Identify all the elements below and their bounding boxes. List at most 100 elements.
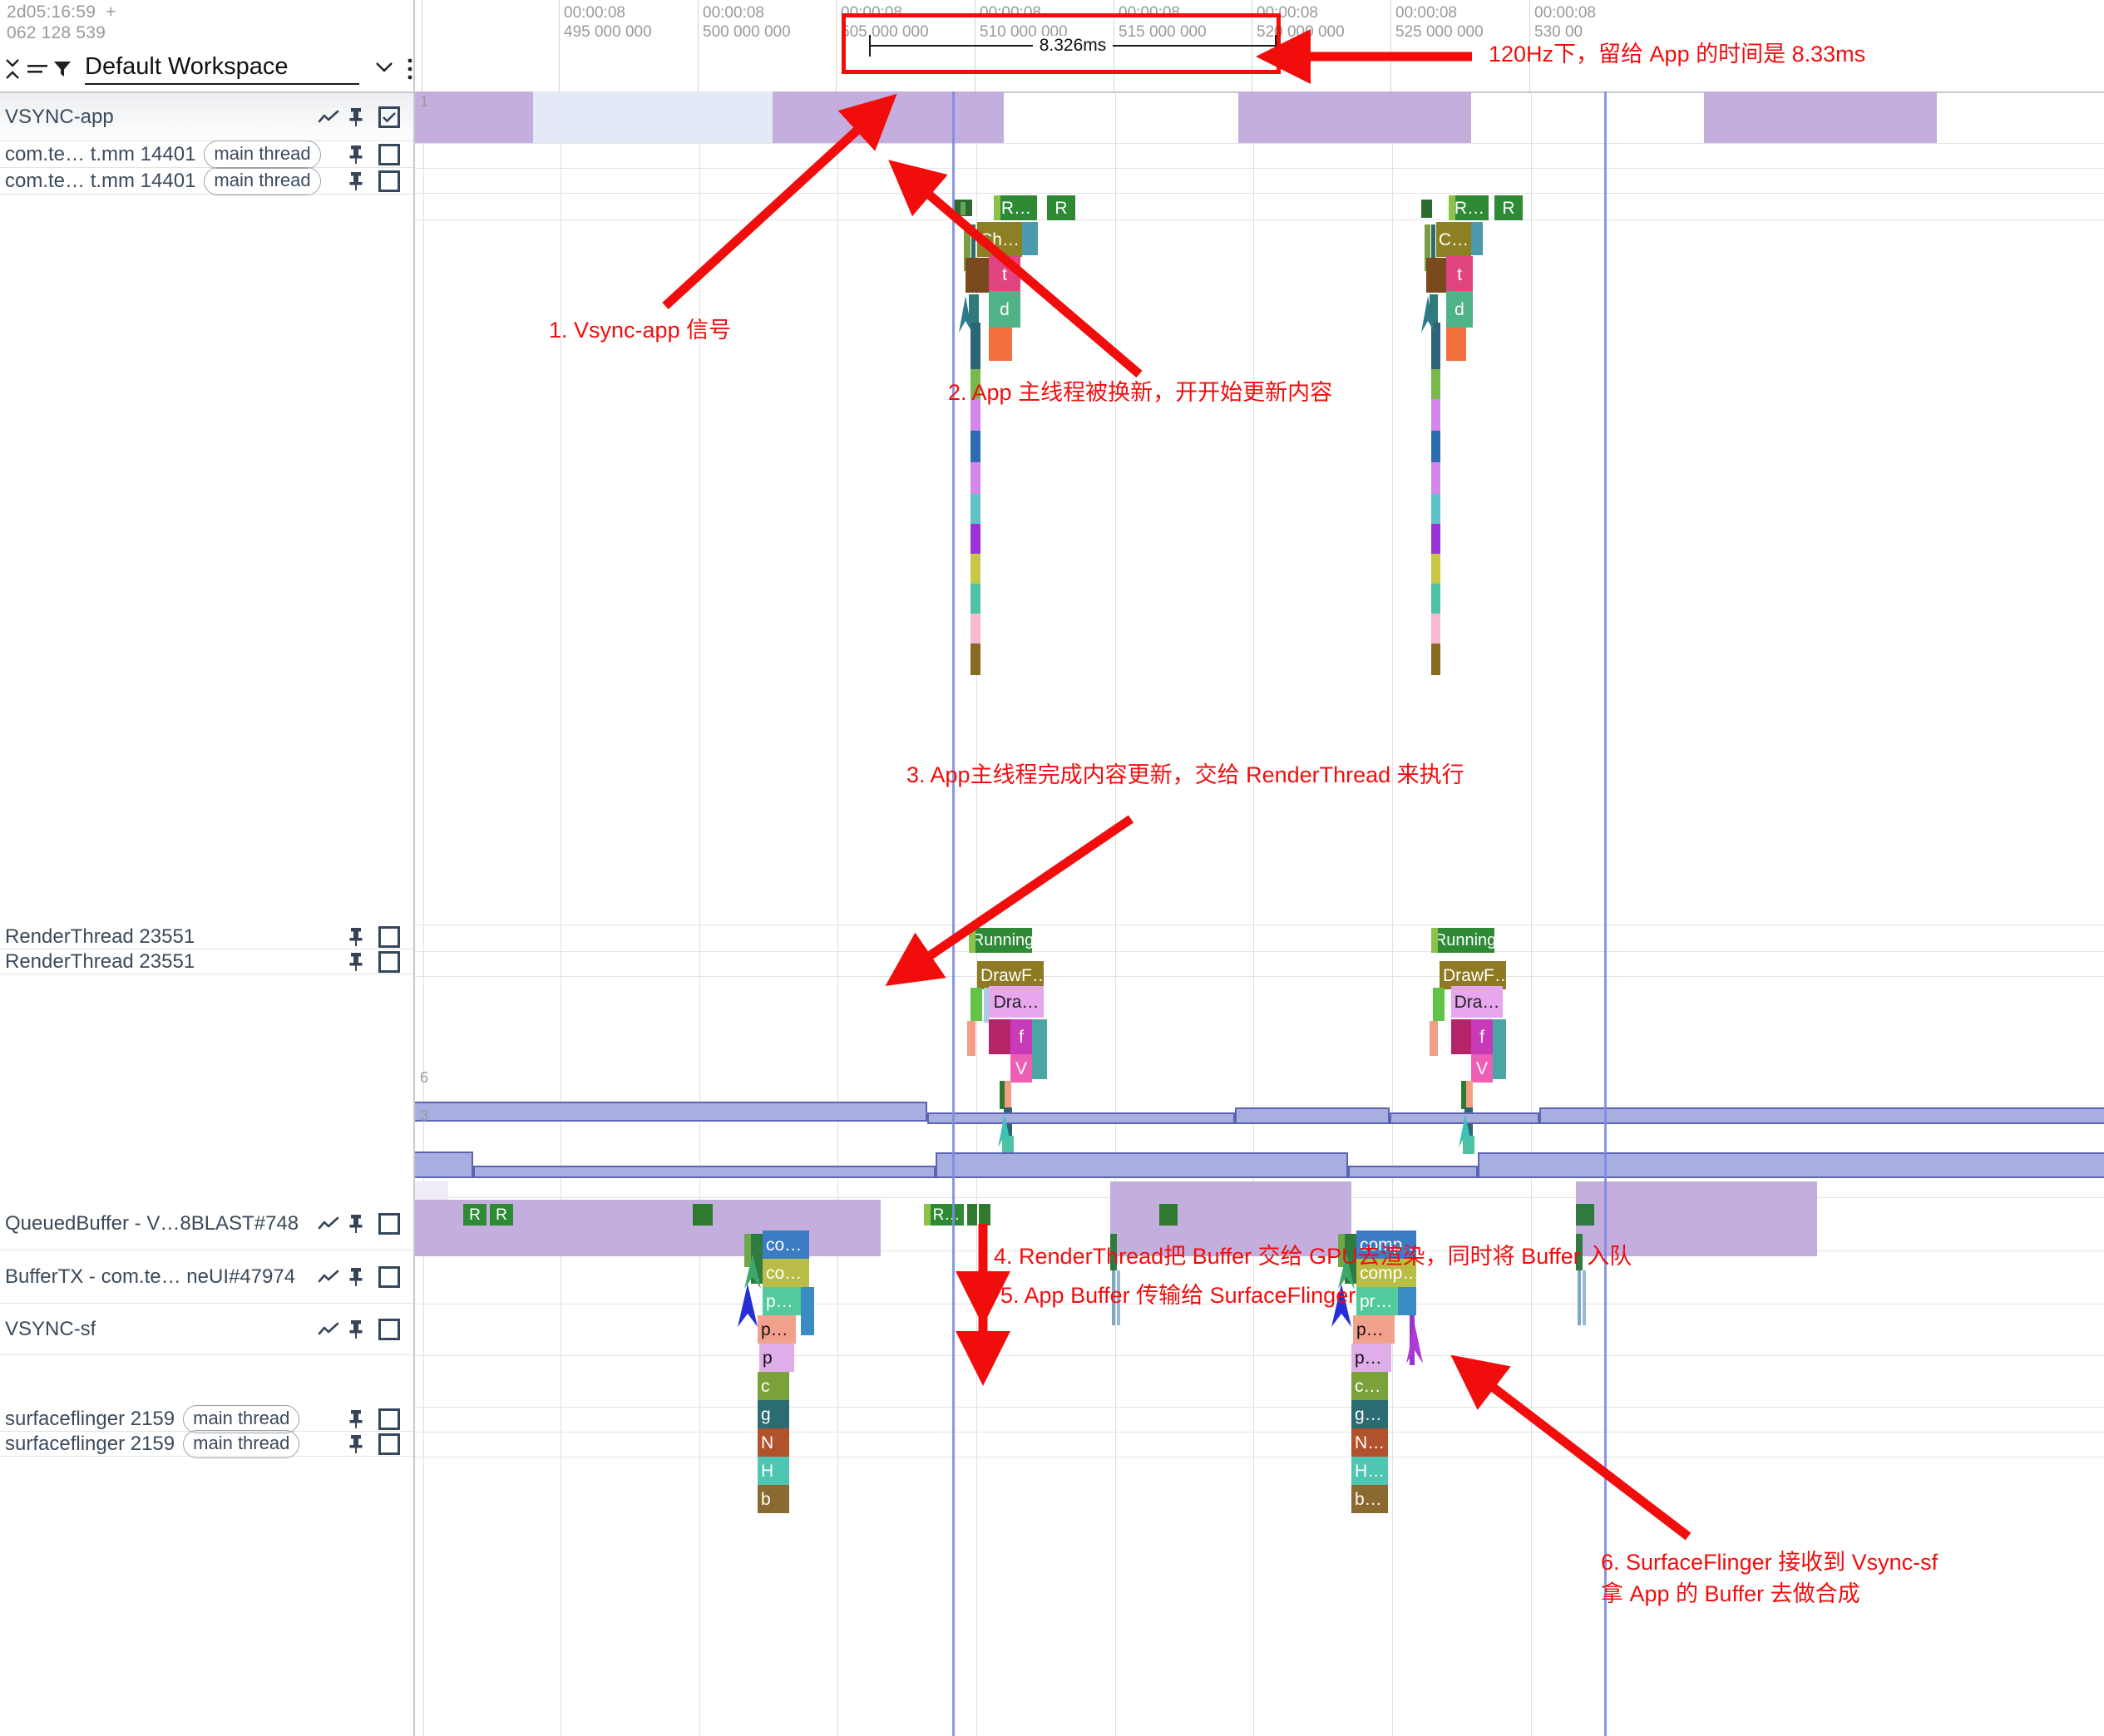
checkbox-unchecked[interactable]: [378, 1318, 400, 1340]
more-vert-icon[interactable]: [407, 57, 413, 81]
slice-bar[interactable]: [1461, 1081, 1466, 1109]
slice-drawframe[interactable]: DrawF…: [977, 961, 1044, 989]
pin-icon[interactable]: [342, 171, 370, 191]
slice-bar[interactable]: [1000, 1081, 1005, 1109]
flame-segment[interactable]: [971, 431, 980, 462]
slice-bar[interactable]: [989, 1019, 1010, 1054]
flame-segment[interactable]: [1431, 494, 1440, 524]
pin-icon[interactable]: [342, 145, 370, 165]
timeline-cursor-right[interactable]: [1604, 91, 1607, 1736]
slice-state[interactable]: [1449, 195, 1455, 220]
slice-commit[interactable]: c…: [1351, 1372, 1388, 1400]
checkbox-unchecked[interactable]: [378, 1265, 400, 1288]
pin-icon[interactable]: [342, 1319, 370, 1339]
slice-b[interactable]: b: [758, 1485, 789, 1513]
slice-state[interactable]: [924, 1204, 931, 1226]
slice-traversal[interactable]: t: [1446, 256, 1473, 293]
flame-segment[interactable]: [1431, 369, 1440, 399]
slice-state[interactable]: [994, 195, 1000, 220]
slice-prepare[interactable]: pr…: [1356, 1287, 1398, 1315]
slice-composite[interactable]: comp…: [1356, 1259, 1416, 1287]
slice-state[interactable]: [979, 1204, 990, 1226]
slice-bar[interactable]: [1433, 988, 1445, 1021]
flame-segment[interactable]: [1431, 524, 1440, 554]
slice-draw[interactable]: Dra…: [989, 986, 1044, 1018]
slice-commit[interactable]: c: [758, 1372, 789, 1400]
hamburger-icon[interactable]: [25, 57, 50, 81]
slice-state[interactable]: [693, 1204, 713, 1226]
slice-draw[interactable]: d: [1446, 291, 1473, 328]
slice-bar[interactable]: [1338, 1234, 1345, 1267]
flame-segment[interactable]: [971, 554, 980, 584]
slice-bar[interactable]: [1463, 1136, 1474, 1154]
pin-icon[interactable]: [342, 1214, 370, 1234]
slice-bar[interactable]: [1117, 1270, 1120, 1325]
slice-composite[interactable]: co…: [763, 1259, 809, 1287]
flame-segment[interactable]: [1431, 323, 1440, 369]
flame-segment[interactable]: [1431, 462, 1440, 494]
collapse-icon[interactable]: [0, 57, 25, 81]
slice-v[interactable]: V: [1471, 1054, 1493, 1083]
slice-choreographer[interactable]: C…: [1436, 222, 1471, 257]
flame-segment[interactable]: [1431, 399, 1440, 431]
timeline-cursor-left[interactable]: [952, 91, 955, 1736]
flame-segment[interactable]: [1431, 644, 1440, 675]
slice-running[interactable]: R: [463, 1204, 486, 1226]
slice-state[interactable]: [1576, 1204, 1594, 1226]
slice-bar[interactable]: [1493, 1019, 1506, 1079]
slice-running-short[interactable]: R…: [929, 1204, 964, 1226]
chart-line-icon[interactable]: [315, 1216, 342, 1231]
slice-bar[interactable]: [751, 1234, 763, 1284]
counter-step[interactable]: [936, 1152, 1348, 1178]
filter-icon[interactable]: [50, 57, 75, 81]
slice-state[interactable]: [961, 202, 966, 215]
counter-step[interactable]: [415, 1102, 927, 1122]
slice-prepare[interactable]: p…: [763, 1287, 801, 1315]
slice-present[interactable]: p…: [758, 1315, 796, 1344]
slice-bar[interactable]: [1576, 1234, 1583, 1270]
slice-bar[interactable]: [967, 1021, 975, 1056]
slice-draw[interactable]: Dra…: [1451, 986, 1503, 1018]
slice-bar[interactable]: [971, 988, 982, 1021]
slice-running[interactable]: R: [1047, 195, 1075, 220]
slice-state[interactable]: [969, 928, 975, 953]
flame-segment[interactable]: [971, 399, 980, 431]
pin-icon[interactable]: [342, 1409, 370, 1429]
checkbox-unchecked[interactable]: [378, 143, 400, 165]
counter-step[interactable]: [473, 1166, 936, 1178]
flame-segment[interactable]: [971, 524, 980, 554]
flame-segment[interactable]: [1431, 584, 1440, 614]
flame-segment[interactable]: [971, 462, 980, 494]
flame-segment[interactable]: [971, 584, 980, 614]
counter-step[interactable]: [1478, 1152, 2104, 1178]
slice-state[interactable]: [1421, 200, 1432, 218]
slice-bar[interactable]: [744, 1234, 751, 1267]
counter-step[interactable]: [927, 1112, 1235, 1124]
slice-bar[interactable]: [1430, 294, 1438, 323]
slice-bar[interactable]: [1398, 1287, 1416, 1315]
slice-bar[interactable]: [1032, 1019, 1047, 1079]
track-row[interactable]: QueuedBuffer - V…8BLAST#748: [0, 1197, 413, 1250]
counter-step[interactable]: [1390, 1112, 1539, 1124]
flame-segment[interactable]: [971, 644, 980, 675]
counter-step[interactable]: [1348, 1166, 1478, 1178]
slice-state[interactable]: [1159, 1204, 1178, 1226]
slice-choreographer[interactable]: Ch…: [977, 222, 1022, 257]
slice-bar[interactable]: [801, 1287, 814, 1335]
counter-step[interactable]: [415, 1152, 473, 1178]
flame-segment[interactable]: [1431, 614, 1440, 644]
flame-segment[interactable]: [971, 614, 980, 644]
slice-g[interactable]: g…: [1351, 1400, 1388, 1428]
slice-bar[interactable]: [1578, 1270, 1581, 1325]
slice-h[interactable]: H: [758, 1457, 789, 1485]
chevron-down-icon[interactable]: [373, 60, 395, 79]
slice-bar[interactable]: [1005, 1081, 1011, 1109]
slice-bar[interactable]: [1426, 258, 1446, 293]
flame-segment[interactable]: [971, 323, 980, 369]
track-row[interactable]: VSYNC-sf: [0, 1304, 413, 1355]
slice-flush[interactable]: f: [1471, 1019, 1493, 1054]
counter-step[interactable]: [1539, 1107, 2104, 1124]
slice-bar[interactable]: [1431, 224, 1435, 271]
